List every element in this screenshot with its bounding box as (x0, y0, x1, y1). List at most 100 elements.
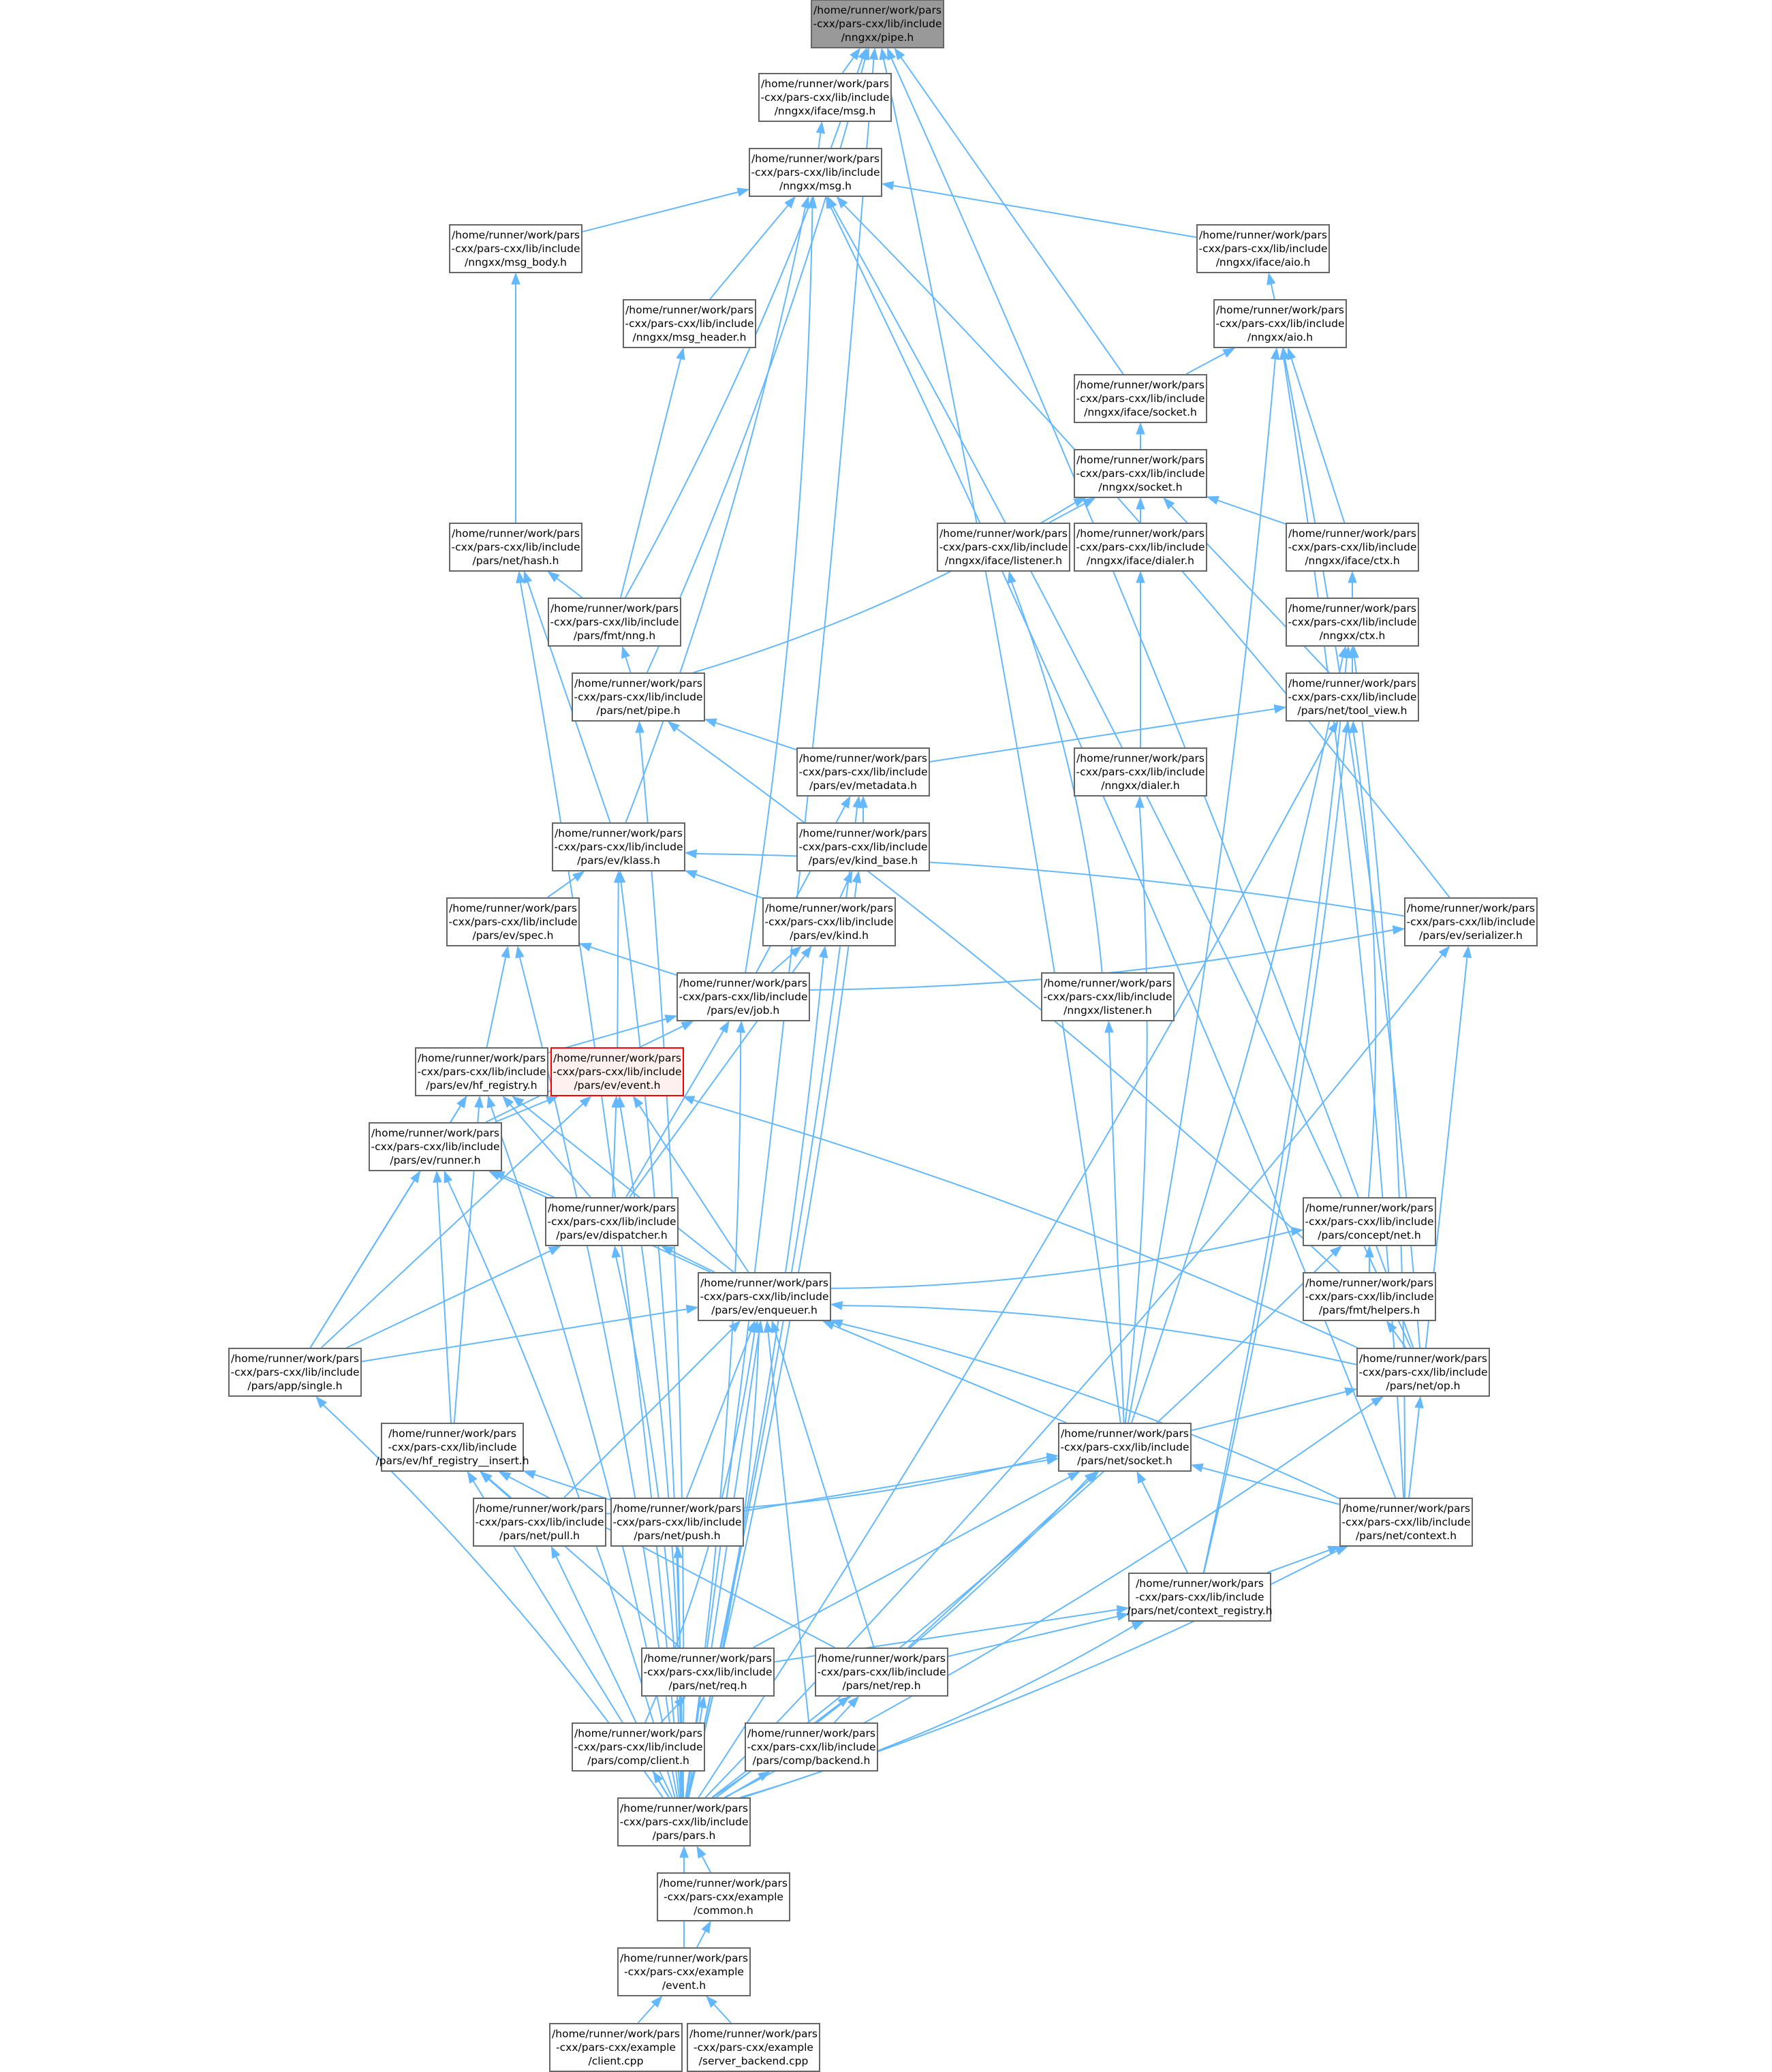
arrowhead-icon (894, 47, 905, 61)
arrowhead-icon (852, 795, 862, 809)
edge-app_single_h-to-runner_h (309, 1180, 415, 1348)
arrowhead-icon (858, 47, 867, 61)
edge-net_context_h-to-enqueuer_h (841, 1323, 1340, 1500)
node-comp-client-h[interactable]: /home/runner/work/pars -cxx/pars-cxx/lib… (572, 1722, 705, 1772)
arrowhead-icon (498, 1471, 512, 1481)
node-fmt-nng-h[interactable]: /home/runner/work/pars -cxx/pars-cxx/lib… (548, 598, 681, 647)
node-pars-h[interactable]: /home/runner/work/pars -cxx/pars-cxx/lib… (617, 1797, 751, 1846)
arrowhead-icon (684, 870, 698, 879)
edge-net_socket_h-to-aio_h (1127, 358, 1276, 1423)
node-spec-h[interactable]: /home/runner/work/pars -cxx/pars-cxx/lib… (446, 897, 580, 946)
node-example-common-h[interactable]: /home/runner/work/pars -cxx/pars-cxx/exa… (657, 1872, 790, 1921)
node-msg-body-h[interactable]: /home/runner/work/pars -cxx/pars-cxx/lib… (449, 224, 582, 273)
edge-net_socket_h-to-ctx_h (1130, 657, 1343, 1423)
node-iface-aio-h[interactable]: /home/runner/work/pars -cxx/pars-cxx/lib… (1196, 224, 1330, 273)
arrowhead-icon (881, 181, 895, 191)
node-net-pipe-h[interactable]: /home/runner/work/pars -cxx/pars-cxx/lib… (572, 672, 705, 722)
node-iface-msg-h[interactable]: /home/runner/work/pars -cxx/pars-cxx/lib… (758, 73, 892, 122)
arrowhead-icon (826, 196, 835, 209)
node-iface-ctx-h[interactable]: /home/runner/work/pars -cxx/pars-cxx/lib… (1286, 523, 1419, 572)
node-client-cpp[interactable]: /home/runner/work/pars -cxx/pars-cxx/exa… (549, 2023, 683, 2072)
edge-iface_listener_h-to-socket_h (1048, 502, 1086, 523)
arrowhead-icon (501, 945, 510, 959)
arrowhead-icon (1136, 497, 1145, 510)
node-runner-h[interactable]: /home/runner/work/pars -cxx/pars-cxx/lib… (369, 1122, 502, 1171)
arrowhead-icon (681, 1021, 694, 1031)
arrowhead-icon (789, 946, 802, 957)
edge-job_h-to-spec_h (589, 946, 677, 976)
arrowhead-icon (1328, 720, 1339, 734)
node-example-event-h[interactable]: /home/runner/work/pars -cxx/pars-cxx/exa… (617, 1947, 751, 1996)
node-serializer-h[interactable]: /home/runner/work/pars -cxx/pars-cxx/lib… (1404, 897, 1538, 946)
node-context-registry-h[interactable]: /home/runner/work/pars -cxx/pars-cxx/lib… (1128, 1573, 1273, 1622)
node-net-op-h[interactable]: /home/runner/work/pars -cxx/pars-cxx/lib… (1356, 1348, 1490, 1397)
arrowhead-icon (1116, 1605, 1130, 1615)
node-iface-listener-h[interactable]: /home/runner/work/pars -cxx/pars-cxx/lib… (937, 523, 1070, 572)
node-concept-net-h[interactable]: /home/runner/work/pars -cxx/pars-cxx/lib… (1303, 1197, 1436, 1246)
node-aio-h[interactable]: /home/runner/work/pars -cxx/pars-cxx/lib… (1213, 299, 1347, 348)
node-enqueuer-h[interactable]: /home/runner/work/pars -cxx/pars-cxx/lib… (698, 1272, 831, 1321)
arrowhead-icon (433, 1170, 442, 1183)
node-pipe-h[interactable]: /home/runner/work/pars -cxx/pars-cxx/lib… (811, 0, 944, 48)
arrowhead-icon (410, 1170, 421, 1184)
arrowhead-icon (545, 1096, 559, 1105)
edge-msg_body_h-to-msg_h (582, 191, 739, 233)
arrowhead-icon (515, 945, 525, 959)
arrowhead-icon (315, 1395, 328, 1408)
node-tool-view-h[interactable]: /home/runner/work/pars -cxx/pars-cxx/lib… (1286, 672, 1419, 722)
edge-hf_registry_h-to-spec_h (486, 957, 507, 1048)
node-socket-h[interactable]: /home/runner/work/pars -cxx/pars-cxx/lib… (1074, 449, 1207, 498)
arrowhead-icon (1136, 570, 1145, 583)
arrowhead-icon (502, 1095, 514, 1108)
arrowhead-icon (635, 720, 644, 733)
node-listener-h[interactable]: /home/runner/work/pars -cxx/pars-cxx/lib… (1041, 972, 1175, 1021)
arrowhead-icon (456, 1095, 467, 1109)
node-kind-base-h[interactable]: /home/runner/work/pars -cxx/pars-cxx/lib… (796, 822, 930, 871)
edge-net_context_h-to-net_socket_h (1202, 1467, 1340, 1505)
node-server-backend-cpp[interactable]: /home/runner/work/pars -cxx/pars-cxx/exa… (687, 2023, 820, 2072)
arrowhead-icon (754, 1320, 764, 1333)
node-net-rep-h[interactable]: /home/runner/work/pars -cxx/pars-cxx/lib… (815, 1648, 948, 1697)
arrowhead-icon (684, 849, 698, 859)
arrowhead-icon (818, 945, 828, 959)
edge-net_push_h-to-enqueuer_h (685, 1331, 752, 1498)
node-kind-h[interactable]: /home/runner/work/pars -cxx/pars-cxx/lib… (762, 897, 896, 946)
node-net-context-h[interactable]: /home/runner/work/pars -cxx/pars-cxx/lib… (1339, 1498, 1473, 1547)
node-dialer-h[interactable]: /home/runner/work/pars -cxx/pars-cxx/lib… (1074, 747, 1207, 797)
node-dispatcher-h[interactable]: /home/runner/work/pars -cxx/pars-cxx/lib… (545, 1197, 679, 1246)
edge-net_socket_h-to-listener_h (1108, 1032, 1125, 1423)
node-job-h[interactable]: /home/runner/work/pars -cxx/pars-cxx/lib… (677, 972, 810, 1021)
node-msg-h[interactable]: /home/runner/work/pars -cxx/pars-cxx/lib… (749, 148, 882, 197)
edge-net_req_h-to-enqueuer_h (711, 1331, 760, 1648)
node-klass-h[interactable]: /home/runner/work/pars -cxx/pars-cxx/lib… (552, 822, 685, 871)
node-event-h[interactable]: /home/runner/work/pars -cxx/pars-cxx/lib… (550, 1047, 684, 1096)
node-net-hash-h[interactable]: /home/runner/work/pars -cxx/pars-cxx/lib… (449, 523, 582, 572)
arrowhead-icon (771, 1320, 780, 1333)
node-net-socket-h[interactable]: /home/runner/work/pars -cxx/pars-cxx/lib… (1058, 1423, 1192, 1472)
node-comp-backend-h[interactable]: /home/runner/work/pars -cxx/pars-cxx/lib… (745, 1722, 878, 1772)
node-fmt-helpers-h[interactable]: /home/runner/work/pars -cxx/pars-cxx/lib… (1303, 1272, 1436, 1321)
node-msg-header-h[interactable]: /home/runner/work/pars -cxx/pars-cxx/lib… (623, 299, 756, 348)
node-net-push-h[interactable]: /home/runner/work/pars -cxx/pars-cxx/lib… (610, 1498, 744, 1547)
node-iface-dialer-h[interactable]: /home/runner/work/pars -cxx/pars-cxx/lib… (1074, 523, 1207, 572)
arrowhead-icon (1007, 570, 1016, 584)
edge-server_backend_cpp-to-example_event_h (713, 2004, 732, 2024)
arrowhead-icon (1330, 1246, 1342, 1257)
node-ctx-h[interactable]: /home/runner/work/pars -cxx/pars-cxx/lib… (1286, 598, 1419, 647)
arrowhead-icon (474, 1095, 484, 1108)
node-iface-socket-h[interactable]: /home/runner/work/pars -cxx/pars-cxx/lib… (1074, 374, 1207, 423)
arrowhead-icon (843, 870, 853, 884)
arrowhead-icon (621, 645, 630, 659)
edge-app_single_h-to-dispatcher_h (346, 1250, 551, 1348)
edge-app_single_h-to-enqueuer_h (361, 1308, 687, 1363)
node-metadata-h[interactable]: /home/runner/work/pars -cxx/pars-cxx/lib… (796, 747, 930, 797)
arrowhead-icon (578, 942, 592, 952)
arrowhead-icon (1083, 497, 1096, 508)
node-hf-registry-h[interactable]: /home/runner/work/pars -cxx/pars-cxx/lib… (415, 1047, 548, 1096)
node-app-single-h[interactable]: /home/runner/work/pars -cxx/pars-cxx/lib… (228, 1348, 362, 1397)
node-net-req-h[interactable]: /home/runner/work/pars -cxx/pars-cxx/lib… (641, 1648, 775, 1697)
node-net-pull-h[interactable]: /home/runner/work/pars -cxx/pars-cxx/lib… (473, 1498, 606, 1547)
node-hf-registry-insert-h[interactable]: /home/runner/work/pars -cxx/pars-cxx/lib… (375, 1423, 529, 1472)
arrowhead-icon (1371, 1396, 1384, 1407)
